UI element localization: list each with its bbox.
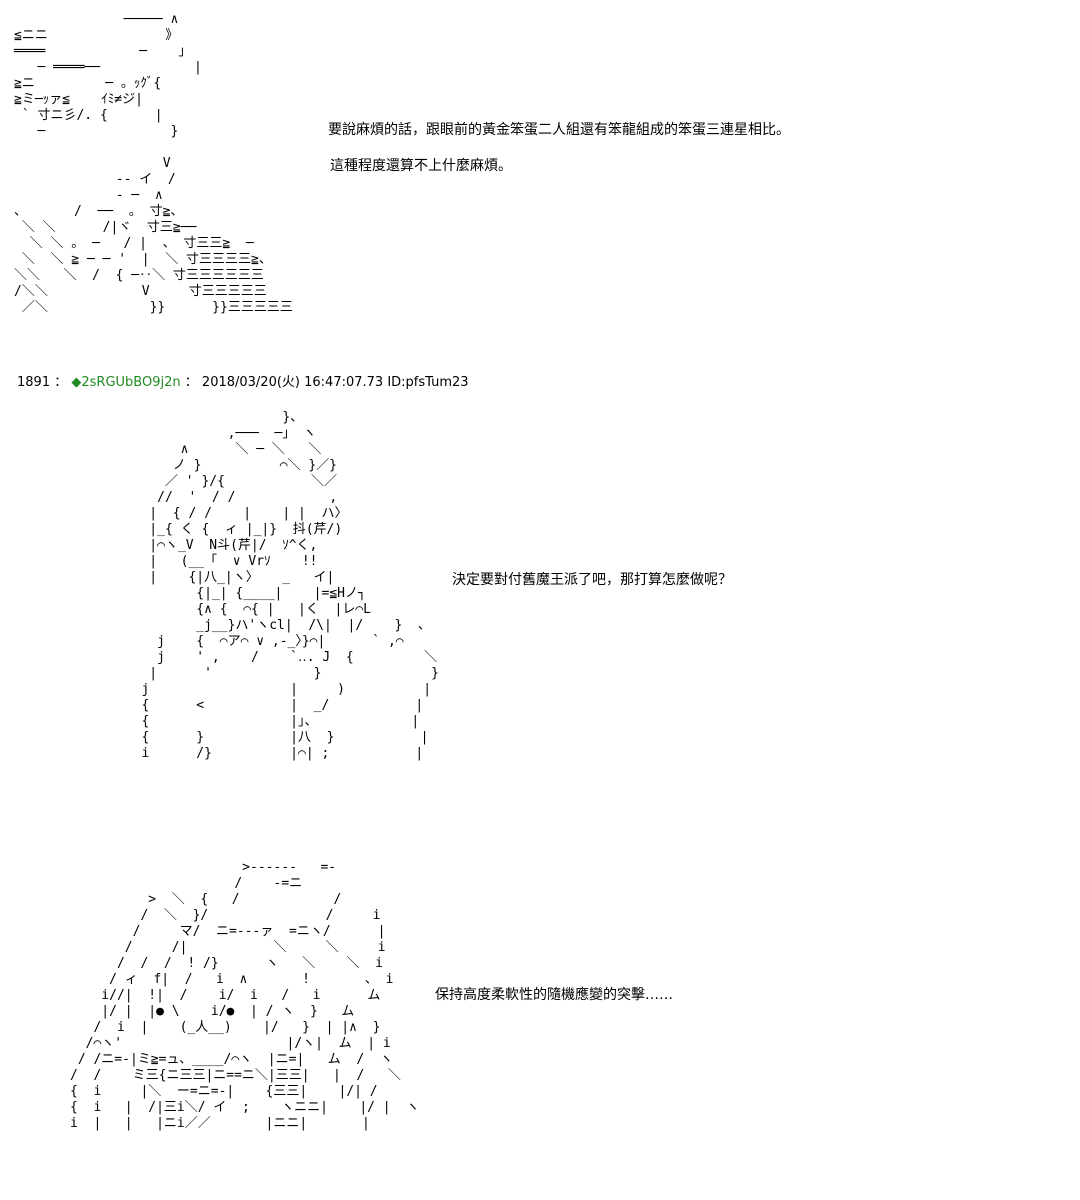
post-separator: ： [184,375,198,390]
post-datetime: 2018/03/20(火) 16:47:07.73 [201,375,384,390]
ascii-art-panel-1: ───── ∧ ≦ニニ 》 ════ ─ 」 ─ ════── | ≧ニ ─ 。… [14,12,293,315]
trip-diamond-icon: ◆ [71,375,82,390]
ascii-art-panel-2: }、 ,─── ─」 ヽ ∧ ＼ ─ ＼ ＼ ノ } ⌒＼ }／} ／ ' }/… [141,410,439,761]
dialogue-line-1: 要說麻煩的話，跟眼前的黃金笨蛋二人組還有笨龍組成的笨蛋三連星相比。 [328,122,790,138]
post-separator: ： [54,375,68,390]
dialogue-line-2: 這種程度還算不上什麼麻煩。 [330,158,512,174]
dialogue-line-3: 決定要對付舊魔王派了吧，那打算怎麼做呢？ [452,572,732,588]
ascii-art-panel-3: >------ =- / -=ニ > ＼ { / / / ＼ }/ / i / … [70,860,420,1131]
post-header: 1891 ： ◆2sRGUbBO9j2n ： 2018/03/20(火) 16:… [17,374,469,392]
post-tripcode[interactable]: 2sRGUbBO9j2n [81,375,181,390]
dialogue-line-4: 保持高度柔軟性的隨機應變的突擊…… [435,987,673,1003]
post-id[interactable]: ID:pfsTum23 [387,375,469,390]
post-number: 1891 [17,375,51,390]
